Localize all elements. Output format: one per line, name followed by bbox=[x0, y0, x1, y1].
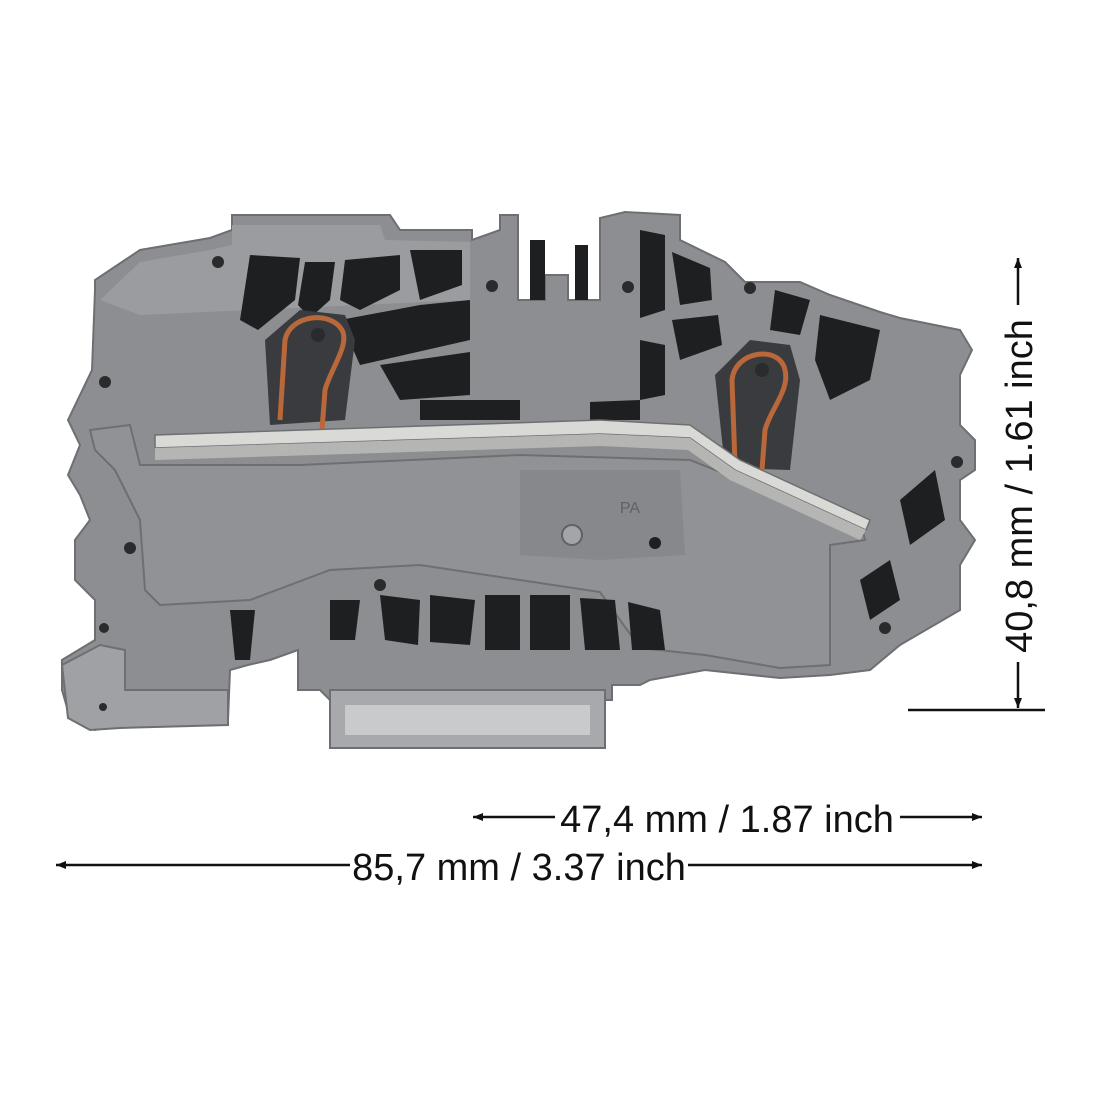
height-dimension: 40,8 mm / 1.61 inch bbox=[908, 258, 1045, 712]
upper-cavities bbox=[240, 230, 880, 420]
din-rail-foot-slot bbox=[345, 705, 590, 735]
inner-width-label: 47,4 mm / 1.87 inch bbox=[560, 799, 894, 841]
left-spring bbox=[277, 315, 347, 431]
lower-cavities bbox=[230, 470, 945, 660]
outer-width-label: 85,7 mm / 3.37 inch bbox=[352, 847, 686, 889]
left-spring-pivot bbox=[311, 328, 325, 342]
marking-hole-dark bbox=[649, 537, 661, 549]
outer-width-dimension: 85,7 mm / 3.37 inch bbox=[56, 847, 982, 889]
right-spring bbox=[729, 351, 789, 471]
marking-hole-light bbox=[561, 524, 583, 546]
right-spring-pivot bbox=[755, 363, 769, 377]
pa-marking-area bbox=[520, 470, 685, 560]
part-marking: PA bbox=[620, 500, 640, 517]
height-label: 40,8 mm / 1.61 inch bbox=[999, 319, 1041, 653]
terminal-block: PA bbox=[60, 210, 977, 749]
inner-width-dimension: 47,4 mm / 1.87 inch bbox=[473, 799, 982, 841]
mounting-holes bbox=[99, 256, 963, 711]
